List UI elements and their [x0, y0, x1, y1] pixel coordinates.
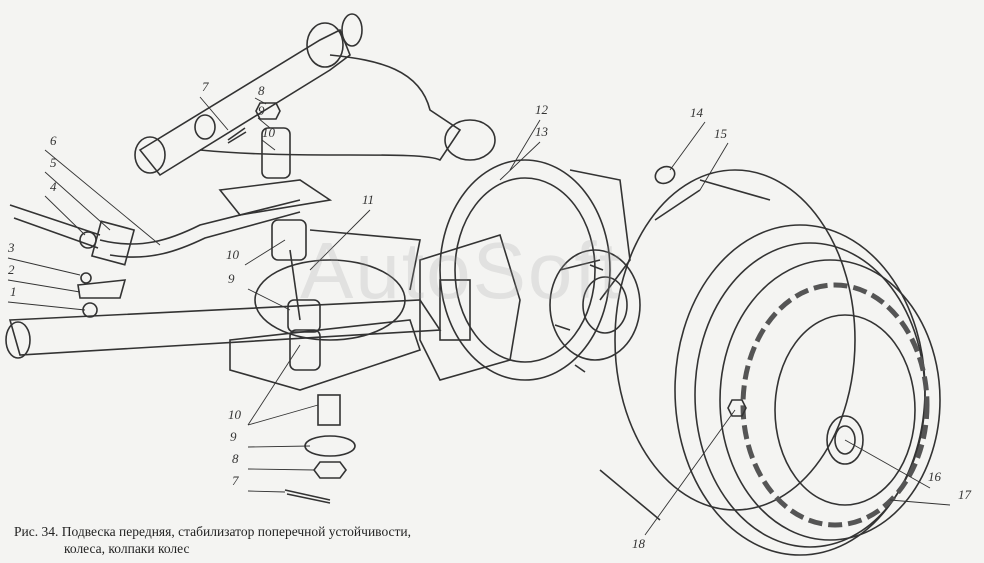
- wheel-hub: [549, 249, 641, 373]
- callout-3: 3: [8, 240, 15, 255]
- caption-line-2: колеса, колпаки колес: [64, 541, 190, 556]
- callout-11: 11: [362, 192, 375, 207]
- caption-line-1: Рис. 34. Подвеска передняя, стабилизатор…: [14, 524, 412, 539]
- callout-9-top: 9: [258, 103, 265, 118]
- callout-17: 17: [958, 487, 971, 502]
- leader-lines: [7, 96, 951, 536]
- callout-14: 14: [690, 105, 703, 120]
- hub-cap: [654, 165, 941, 541]
- callout-5: 5: [50, 155, 57, 170]
- stabilizer-bar: [9, 179, 333, 318]
- callout-4: 4: [50, 179, 57, 194]
- callout-12: 12: [535, 102, 548, 117]
- callout-10-mid: 10: [226, 247, 239, 262]
- upper-control-arm: [134, 13, 496, 177]
- figure-caption: Рис. 34. Подвеска передняя, стабилизатор…: [14, 523, 411, 557]
- callout-9-bottom: 9: [230, 429, 237, 444]
- callout-8-top: 8: [258, 83, 265, 98]
- callout-9-mid: 9: [228, 271, 235, 286]
- callout-1: 1: [10, 284, 17, 299]
- callout-10-top: 10: [262, 125, 275, 140]
- callout-15: 15: [714, 126, 727, 141]
- callout-2: 2: [8, 262, 15, 277]
- callout-7-bottom: 7: [232, 473, 239, 488]
- callout-8-bottom: 8: [232, 451, 239, 466]
- watermark: AutoSoft: [300, 226, 623, 315]
- callout-7-top: 7: [202, 79, 209, 94]
- callout-6: 6: [50, 133, 57, 148]
- callout-16: 16: [928, 469, 941, 484]
- callout-18: 18: [632, 536, 645, 551]
- wheel-rim: [599, 169, 926, 556]
- callout-13: 13: [535, 124, 548, 139]
- callout-10-bottom: 10: [228, 407, 241, 422]
